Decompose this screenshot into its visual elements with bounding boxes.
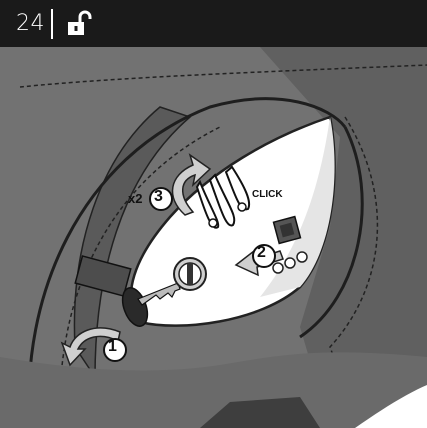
- unlock-icon: [65, 9, 95, 39]
- step-3-label: 3: [154, 188, 163, 206]
- page-number: 24: [16, 11, 45, 36]
- multiplier-label: x2: [128, 191, 142, 206]
- click-label: CLICK: [252, 189, 283, 200]
- mower-illustration: [0, 47, 427, 428]
- header-divider: [51, 9, 53, 39]
- step-1-label: 1: [108, 338, 117, 356]
- page-header: 24: [0, 0, 427, 47]
- step-2-label: 2: [257, 244, 266, 262]
